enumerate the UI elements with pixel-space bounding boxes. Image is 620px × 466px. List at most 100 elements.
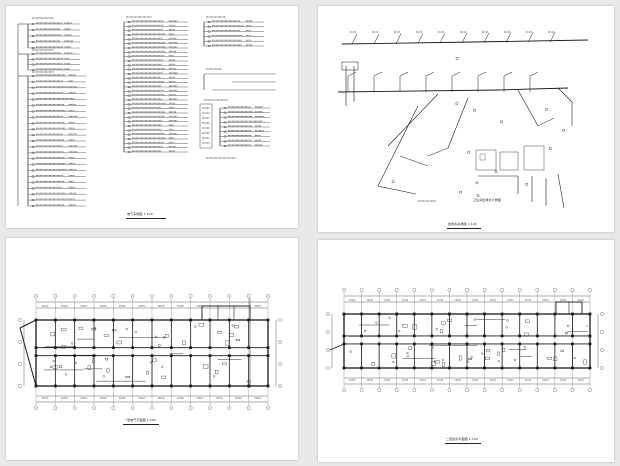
structural-column [588, 366, 592, 370]
grid-bubble [447, 288, 452, 292]
device-symbol [375, 321, 378, 324]
valve-symbol [391, 180, 395, 184]
exterior-wall [19, 319, 37, 329]
grid-bubble [517, 288, 522, 292]
structural-column [150, 318, 154, 322]
sheet-caption: 给排水系统图 1:100 [448, 222, 477, 226]
drain-branch [451, 71, 461, 77]
grid-bubble [18, 340, 22, 344]
fixture-symbol [222, 362, 227, 366]
sheet-electrical-system[interactable]: 电气系统图 1:100 [6, 6, 298, 228]
grid-bubble [394, 288, 399, 292]
fixture-symbol [50, 332, 55, 337]
caption-underline [123, 423, 159, 425]
sheet-plumbing-isometric[interactable]: 给排水系统图 1:100 卫生间给排水大样图 [318, 6, 614, 232]
grid-bubble [278, 318, 282, 322]
structural-column [553, 366, 557, 370]
structural-column [395, 334, 399, 338]
sheet-caption: 一层电气平面图 1:100 [124, 418, 156, 422]
structural-column [588, 312, 592, 316]
device-symbol [213, 375, 216, 378]
fixture-symbol [165, 334, 169, 338]
grid-bubble [500, 388, 504, 392]
breaker-symbol [127, 73, 131, 75]
breaker-symbol [31, 53, 35, 55]
grid-bubble [169, 294, 174, 298]
breaker-symbol [223, 116, 227, 119]
structural-column [377, 342, 381, 346]
grid-bubble [394, 388, 399, 392]
structural-column [395, 342, 399, 346]
structural-column [500, 366, 504, 370]
structural-column [131, 318, 135, 322]
structural-column [169, 354, 173, 358]
device-symbol [194, 325, 197, 328]
fixture-symbol [158, 344, 161, 347]
grid-bubble [278, 362, 282, 366]
fixture-symbol [408, 346, 412, 350]
breaker-symbol [31, 63, 35, 66]
breaker-symbol [31, 69, 35, 71]
structural-column [227, 346, 231, 350]
grid-bubble [130, 406, 135, 410]
structural-column [247, 384, 251, 388]
structural-column [483, 334, 486, 338]
fixture-symbol [565, 332, 568, 335]
structural-column [500, 334, 504, 338]
breaker-symbol [31, 29, 35, 31]
sheet-floor-plan-1[interactable]: 一层电气平面图 1:100 [6, 238, 298, 460]
structural-column [227, 354, 231, 358]
structural-column [500, 312, 504, 316]
floor-plan-2-drawing [326, 288, 604, 392]
meter-box [199, 103, 213, 149]
sheet-floor-plan-2[interactable]: 二层给水平面图 1:100 [318, 240, 614, 462]
fixture-symbol [229, 333, 234, 337]
device-symbol [64, 373, 68, 376]
breaker-symbol [223, 121, 227, 124]
fixture-symbol [225, 340, 230, 346]
structural-column [412, 312, 416, 316]
device-symbol [70, 342, 74, 345]
exterior-wall [19, 327, 37, 387]
structural-column [395, 312, 399, 316]
structural-column [189, 384, 193, 388]
structural-column [169, 318, 173, 322]
grid-bubble [53, 406, 58, 410]
breaker-symbol [31, 175, 35, 178]
fixture-symbol [560, 349, 564, 352]
grid-bubble [342, 388, 346, 392]
breaker-symbol [31, 122, 35, 125]
structural-column [247, 354, 251, 358]
fixture-symbol [91, 328, 96, 331]
pipe-riser [549, 32, 556, 43]
breaker-symbol [223, 140, 227, 143]
structural-column [208, 384, 212, 388]
structural-column [465, 342, 469, 346]
fixture-symbol [105, 357, 108, 361]
breaker-symbol [127, 146, 131, 149]
grid-bubble [208, 294, 212, 298]
breaker-symbol [127, 116, 131, 119]
breaker-symbol [223, 126, 227, 128]
structural-column [266, 384, 270, 388]
structural-column [53, 318, 57, 322]
fixture-symbol [485, 356, 490, 360]
structural-column [342, 334, 346, 338]
sheet-caption: 二层给水平面图 1:100 [446, 437, 478, 441]
breaker-symbol [127, 90, 131, 93]
breaker-symbol [207, 21, 211, 23]
breaker-symbol [127, 103, 131, 106]
grid-bubble [359, 388, 364, 392]
fixture-symbol [106, 368, 110, 373]
structural-column [342, 366, 346, 370]
device-symbol [506, 319, 509, 322]
grid-bubble [326, 312, 330, 316]
grid-bubble [553, 388, 557, 392]
fixture-symbol [468, 358, 472, 360]
grid-bubble [430, 388, 434, 392]
grid-bubble [570, 388, 575, 392]
structural-column [448, 312, 451, 316]
grid-bubble [72, 294, 77, 298]
device-symbol [49, 365, 53, 369]
breaker-symbol [31, 75, 35, 77]
